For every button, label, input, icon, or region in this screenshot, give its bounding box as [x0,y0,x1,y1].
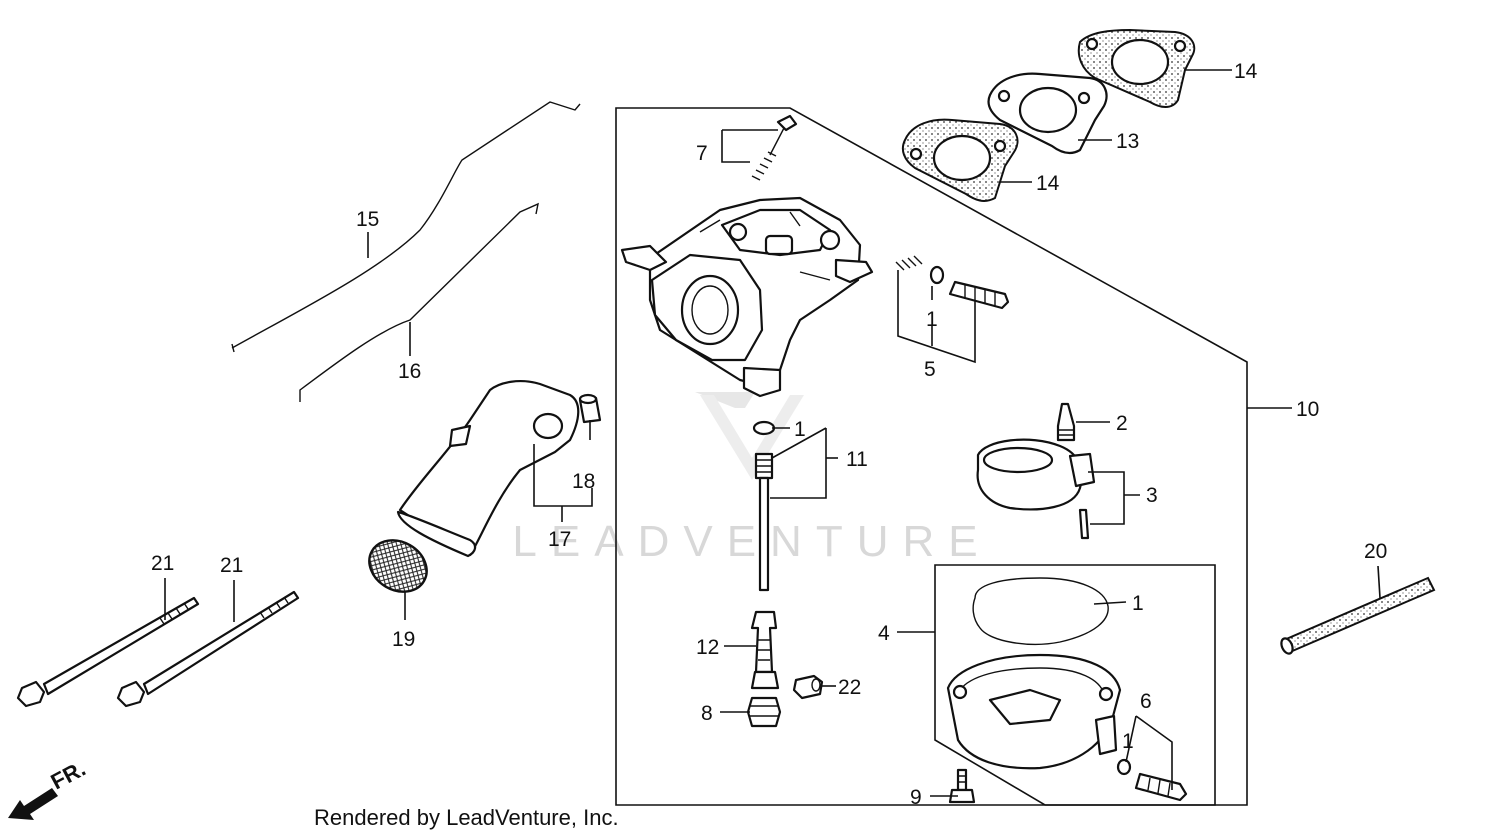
callout-5: 5 [924,358,936,381]
front-arrow-icon [8,788,58,820]
callout-9: 9 [910,786,922,809]
intake-elbow-17 [396,380,580,558]
jet-holder-12 [750,610,780,690]
callout-21-right: 21 [220,554,243,577]
callout-4: 4 [878,622,890,645]
callout-2: 2 [1116,412,1128,435]
callout-8: 8 [701,702,713,725]
carburetor-assembly-outline [615,107,1248,806]
throttle-stop-screw-5 [895,255,1010,310]
choke-rod-16 [299,202,539,402]
gasket-13 [987,72,1108,155]
callout-1-throttle: 1 [926,308,938,331]
callout-14-lower: 14 [1036,172,1060,195]
watermark: LEADVENTURE [512,392,991,566]
callout-22: 22 [838,676,861,699]
fuel-tube-20 [1280,576,1436,655]
slow-jet-22 [792,674,824,700]
callout-3: 3 [1146,484,1158,507]
gasket-14-upper [1077,28,1196,108]
watermark-text: LEADVENTURE [512,517,991,566]
throttle-rod-15 [231,101,581,353]
front-direction-label: FR. [47,756,90,795]
nozzle-11 [752,420,776,592]
leader-lines [164,69,1381,797]
render-credit: Rendered by LeadVenture, Inc. [314,805,619,830]
callout-16: 16 [398,360,421,383]
float-valve-2 [1056,402,1076,442]
callout-1-drain: 1 [1122,730,1134,753]
callout-21-left: 21 [151,552,174,575]
chamber-gasket-1 [972,577,1109,645]
watermark-logo-icon [695,392,804,480]
carburetor-body [620,196,874,398]
stud-bolt-21-left [16,596,200,708]
gasket-14-lower [901,118,1019,202]
float-chamber-outline [934,564,1216,806]
float-chamber-4 [946,653,1122,770]
float-3 [976,438,1096,540]
callout-18: 18 [572,470,595,493]
callout-6: 6 [1140,690,1152,713]
stud-bolt-21-right [116,590,300,708]
callout-12: 12 [696,636,719,659]
callout-10: 10 [1296,398,1319,421]
callout-1-nozzle: 1 [794,418,806,441]
callout-11: 11 [846,448,868,471]
front-direction-indicator: FR. [8,756,90,820]
callout-13: 13 [1116,130,1139,153]
callout-7: 7 [696,142,708,165]
collar-18 [578,393,602,424]
part-callouts: 7 14 13 14 15 16 1 5 10 2 3 1 11 18 17 1… [151,60,1387,809]
callout-14-upper: 14 [1234,60,1258,83]
callout-17: 17 [548,528,571,551]
callout-15: 15 [356,208,379,231]
main-jet-8 [746,696,782,728]
bolt-9 [948,768,976,804]
callout-19: 19 [392,628,415,651]
screen-19 [368,539,428,593]
pilot-screw-7 [751,114,798,181]
callout-1-gasket: 1 [1132,592,1144,615]
callout-20: 20 [1364,540,1387,563]
drain-screw-6 [1116,758,1188,802]
